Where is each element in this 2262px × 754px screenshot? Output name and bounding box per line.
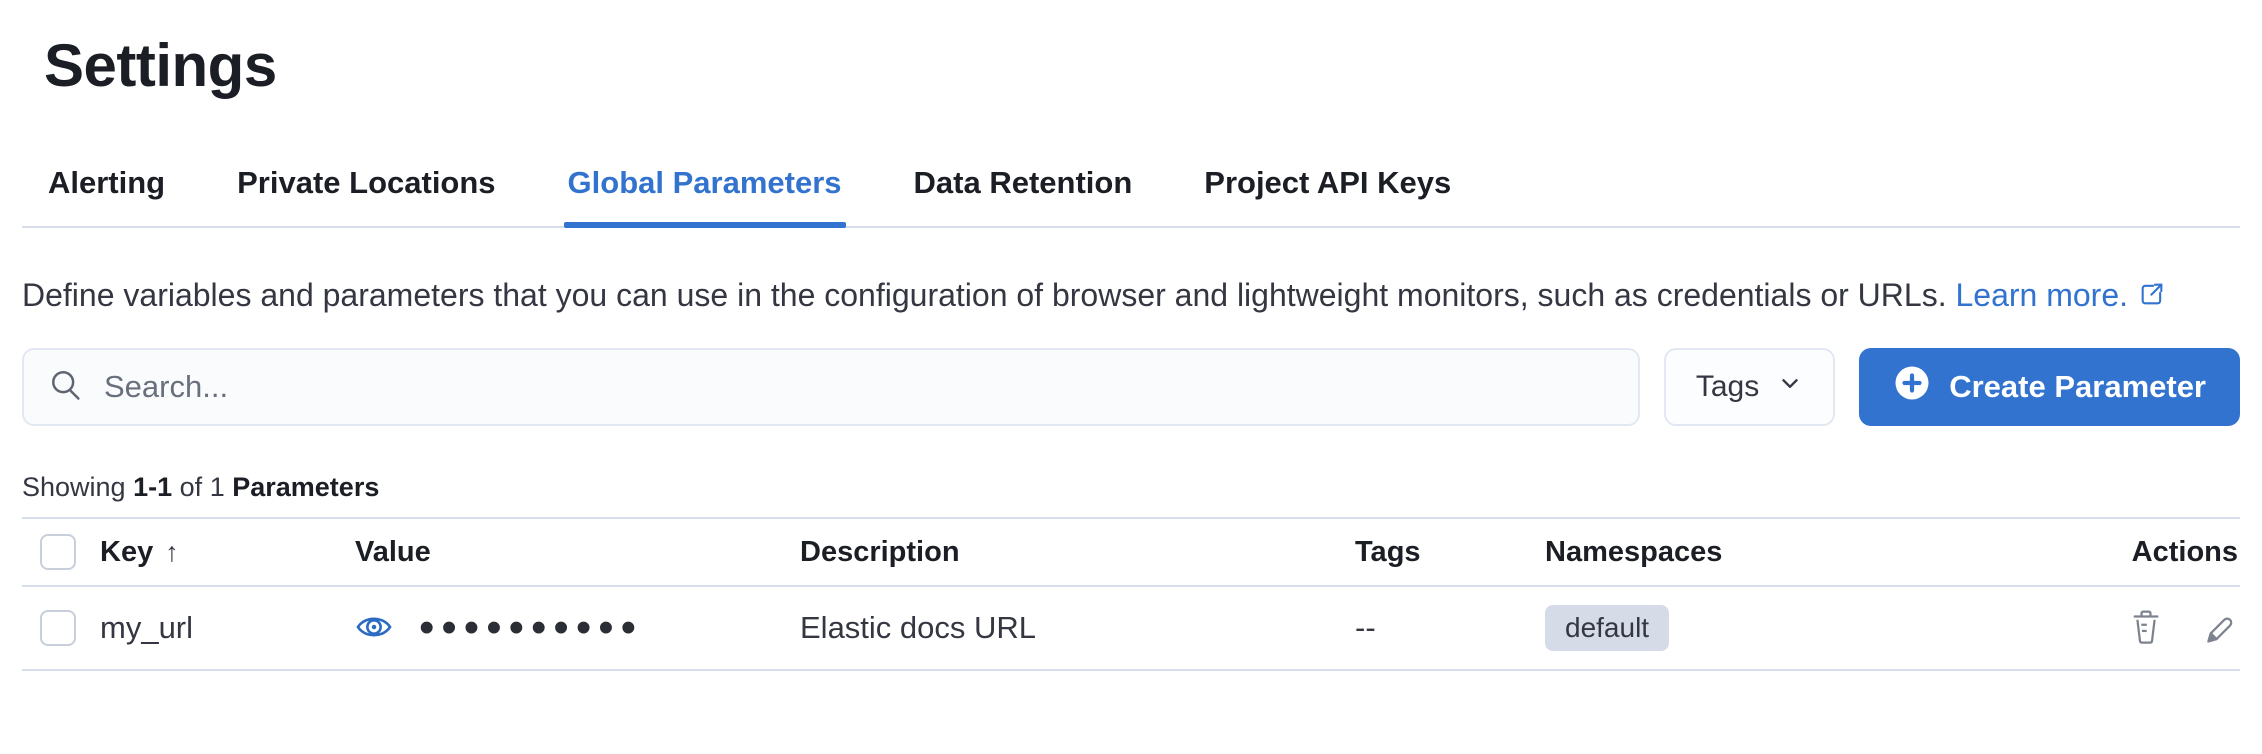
column-header-key[interactable]: Key↑ (84, 517, 339, 587)
description-text: Define variables and parameters that you… (22, 277, 1947, 313)
column-header-actions: Actions (1929, 517, 2240, 587)
tab-alerting[interactable]: Alerting (44, 164, 169, 226)
delete-parameter-button[interactable] (2128, 608, 2164, 649)
namespace-badge: default (1545, 605, 1670, 651)
show-value-button[interactable] (355, 608, 393, 649)
param-tags: -- (1339, 586, 1529, 671)
masked-value: •••••••••• (419, 603, 644, 652)
results-total: 1 (209, 472, 225, 502)
search-input[interactable] (104, 369, 1614, 405)
results-summary: Showing 1-1 of 1 Parameters (22, 472, 380, 502)
tab-project-api-keys[interactable]: Project API Keys (1200, 164, 1455, 226)
tags-filter-button[interactable]: Tags (1663, 348, 1836, 426)
settings-page: Settings Alerting Private Locations Glob… (0, 30, 2262, 754)
parameters-table: Key↑ Value Description Tags Namespaces A… (22, 517, 2240, 671)
column-header-tags: Tags (1339, 517, 1529, 587)
row-checkbox[interactable] (40, 610, 76, 646)
learn-more-link[interactable]: Learn more. (1955, 277, 2166, 313)
column-header-value: Value (339, 517, 784, 587)
parameters-toolbar: Tags Create Parameter (22, 348, 2240, 426)
tab-data-retention[interactable]: Data Retention (910, 164, 1137, 226)
parameter-row: my_url •••••••••• Elastic docs URL -- de… (22, 586, 2240, 671)
tab-global-parameters[interactable]: Global Parameters (563, 164, 846, 228)
create-parameter-button[interactable]: Create Parameter (1859, 348, 2240, 426)
chevron-down-icon (1777, 370, 1803, 404)
results-range: 1-1 (133, 472, 173, 502)
tab-private-locations[interactable]: Private Locations (233, 164, 499, 226)
pencil-icon (2200, 609, 2236, 648)
page-title: Settings (44, 32, 277, 99)
search-box (22, 348, 1640, 426)
row-actions (1945, 608, 2240, 649)
column-header-namespaces: Namespaces (1529, 517, 1929, 587)
search-icon (48, 367, 84, 408)
table-header-row: Key↑ Value Description Tags Namespaces A… (22, 517, 2240, 587)
trash-icon (2128, 608, 2164, 649)
plus-in-circle-icon (1893, 364, 1931, 410)
edit-parameter-button[interactable] (2200, 609, 2236, 648)
sort-ascending-icon: ↑ (165, 536, 179, 567)
param-description: Elastic docs URL (784, 586, 1339, 671)
tab-description: Define variables and parameters that you… (22, 270, 2240, 322)
select-all-checkbox[interactable] (40, 534, 76, 570)
param-key: my_url (84, 586, 339, 671)
results-entity: Parameters (232, 472, 380, 502)
param-value: •••••••••• (355, 603, 784, 652)
eye-icon (355, 608, 393, 649)
settings-tabs: Alerting Private Locations Global Parame… (22, 164, 2240, 228)
external-link-icon (2138, 272, 2166, 322)
column-header-description: Description (784, 517, 1339, 587)
